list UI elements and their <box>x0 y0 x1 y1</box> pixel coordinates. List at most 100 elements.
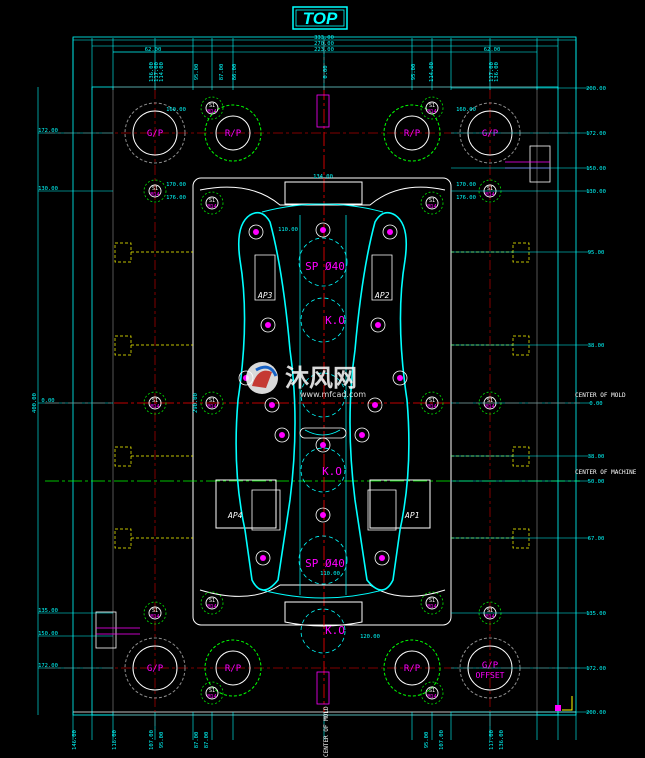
screw-label-m14: M14 <box>485 614 494 620</box>
bottom-dim-0: 146.00 <box>72 730 78 750</box>
ejector-hole-core <box>320 227 326 233</box>
screw-head <box>425 396 439 410</box>
ejector-hole-ring <box>315 507 331 523</box>
screw-outer <box>200 191 224 215</box>
ejector-hole-ring <box>274 427 290 443</box>
small-dim-170-tr: 170.00 <box>456 182 476 188</box>
left-dim-4: 150.00 <box>38 631 58 637</box>
center-of-machine-label: CENTER OF MACHINE <box>575 469 637 476</box>
ejector-hole-1 <box>315 222 331 238</box>
ejector-hole-10 <box>374 550 390 566</box>
screw-label-s1: S1 <box>429 598 435 604</box>
small-dim-160-tr: 160.00 <box>456 107 476 113</box>
screw-head <box>205 101 219 115</box>
ejector-hole-ring <box>315 437 331 453</box>
right-dim-3: 130.00 <box>586 189 606 195</box>
screw-label-s1: S1 <box>209 198 215 204</box>
clamp-right <box>529 145 551 183</box>
gp-label-bl: G/P <box>147 664 164 674</box>
ap3-block <box>254 254 276 301</box>
view-title-text: TOP <box>303 9 338 28</box>
gp-label-br: G/P <box>482 661 499 671</box>
screw-label-s1: S1 <box>209 398 215 404</box>
ko-label-1: K.O <box>325 314 345 327</box>
ap2-label: AP2 <box>374 291 390 300</box>
top-pin-dim-6: 95.00 <box>411 64 417 81</box>
screw-label-s1: S1 <box>487 608 493 614</box>
bottom-dim-8: 117.00 <box>489 730 495 750</box>
screw-head <box>425 686 439 700</box>
screw-head <box>205 396 219 410</box>
screw-outer <box>200 391 224 415</box>
small-dim-110-top: 110.00 <box>278 227 298 233</box>
left-dim-2: 0.00 <box>41 398 54 404</box>
right-dim-4: 95.00 <box>588 250 605 256</box>
rp-label-bl: R/P <box>225 664 242 674</box>
return-pins <box>204 104 441 697</box>
ejector-hole-core <box>375 322 381 328</box>
watermark: 沐风网 www.mfcad.com <box>246 362 366 399</box>
bottom-dim-1: 118.00 <box>112 730 118 750</box>
screw-label-s1: S1 <box>429 103 435 109</box>
screw-label-s1: S1 <box>429 198 435 204</box>
screw-label-s1: S1 <box>429 398 435 404</box>
screw-label-m14: M14 <box>485 192 494 198</box>
watermark-cn: 沐风网 <box>285 364 357 392</box>
left-dim-1: 130.00 <box>38 186 58 192</box>
left-total-dim: 400.00 <box>32 393 38 413</box>
screw-outer <box>143 391 167 415</box>
watermark-url: www.mfcad.com <box>300 390 366 399</box>
clamp-left <box>95 611 117 649</box>
top-pin-dim-0: 136.00 <box>149 62 155 82</box>
screw-label-s1: S1 <box>152 398 158 404</box>
ejector-hole-core <box>269 402 275 408</box>
top-pin-dim-4: 87.00 <box>219 64 225 81</box>
top-pin-dim-7: 114.00 <box>429 62 435 82</box>
screw-label-m14: M14 <box>485 404 494 410</box>
mold-base <box>72 36 577 716</box>
top-pin-dim-9: 136.00 <box>494 62 500 82</box>
ejector-hole-ring <box>255 550 271 566</box>
ejector-hole-ring <box>370 317 386 333</box>
top-dim-3: 62.00 <box>145 47 162 53</box>
cavity-slots <box>199 181 446 627</box>
bottom-dim-4: 87.00 <box>194 732 200 749</box>
screw-label-s1: S1 <box>487 186 493 192</box>
small-dim-176-tr: 176.00 <box>456 195 476 201</box>
right-dim-10: 135.00 <box>586 611 606 617</box>
ejector-hole-core <box>265 322 271 328</box>
ejector-hole-core <box>260 555 266 561</box>
ejector-hole-ring <box>354 427 370 443</box>
small-dim-160-tl: 160.00 <box>166 107 186 113</box>
screw-label-m14: M14 <box>207 109 216 115</box>
ap4-block <box>251 489 281 531</box>
bottom-dim-6: 95.00 <box>424 732 430 749</box>
small-dim-170-tl: 170.00 <box>166 182 186 188</box>
screw-label-m14: M14 <box>207 604 216 610</box>
sp-label-bottom: SP Ø40 <box>305 557 345 570</box>
screw-head <box>425 596 439 610</box>
bottom-dim-2: 107.00 <box>149 730 155 750</box>
ejector-hole-8 <box>354 427 370 443</box>
screw-head <box>425 196 439 210</box>
screw-label-m14: M14 <box>427 404 436 410</box>
ejector-hole-7 <box>274 427 290 443</box>
screw-label-m14: M14 <box>150 192 159 198</box>
right-dim-9: 67.00 <box>588 536 605 542</box>
screw-label-s1: S1 <box>209 688 215 694</box>
small-dim-134: 134.00 <box>313 174 333 180</box>
ko-label-2: K.O <box>322 465 342 478</box>
ap1-label: AP1 <box>404 511 419 520</box>
screw-outer <box>420 591 444 615</box>
screw-outer <box>200 96 224 120</box>
screws: S1M14S1M14S1M14S1M14S1M14S1M14S1M14S1M14… <box>143 96 502 705</box>
bottom-dim-3: 95.00 <box>159 732 165 749</box>
guide-pin-tl <box>124 102 186 164</box>
